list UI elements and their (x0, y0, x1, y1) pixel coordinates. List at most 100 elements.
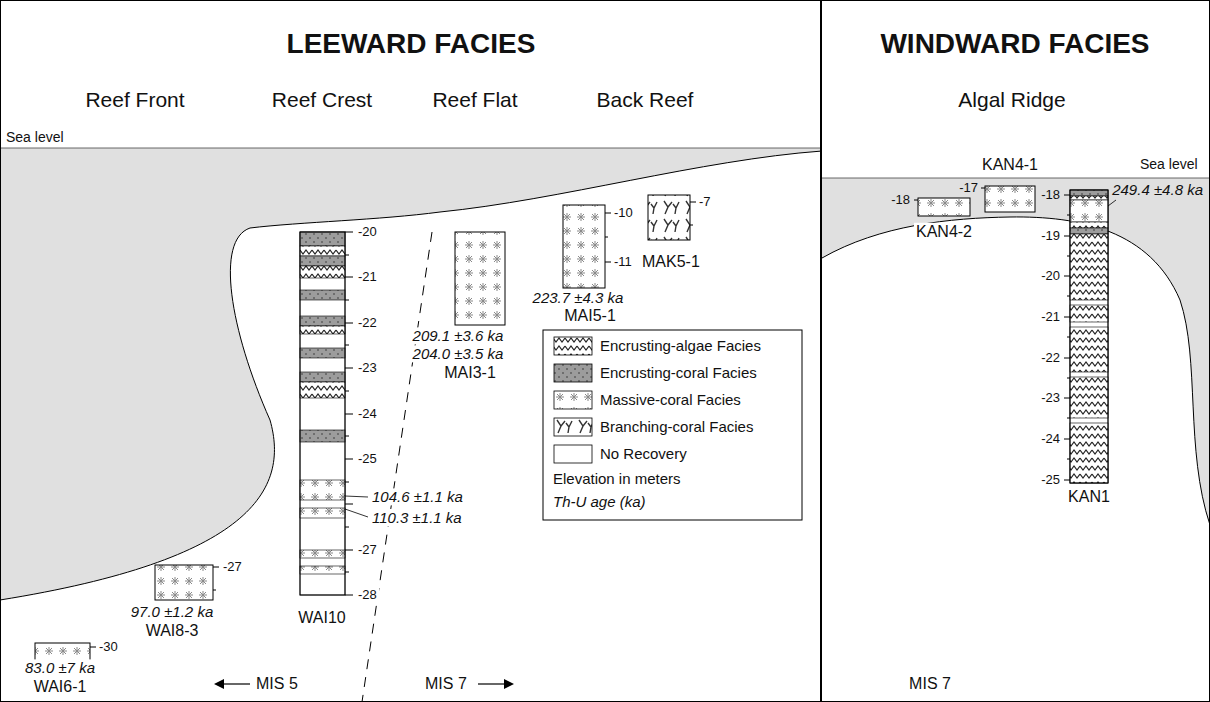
core-layer (1070, 228, 1108, 234)
legend-swatch-fill (554, 337, 592, 355)
core-layer (1070, 200, 1108, 222)
elevation-label: -27 (356, 543, 379, 558)
legend-swatch (553, 417, 593, 437)
elevation-label: -22 (1039, 351, 1062, 366)
legend-text: Massive-coral Facies (600, 391, 741, 408)
age-leader (345, 496, 368, 517)
core-name: WAI8-3 (144, 622, 201, 640)
legend-swatch (553, 390, 593, 410)
core-layer (300, 430, 345, 442)
core-layer (300, 348, 345, 358)
depth-ticks (914, 200, 918, 201)
elevation-label: -25 (356, 452, 379, 467)
core-column (1070, 190, 1108, 483)
core-layer (300, 550, 345, 558)
core-name: WAI10 (296, 609, 347, 627)
core-layer (300, 256, 345, 266)
age-label: 209.1 ±3.6 ka (411, 327, 506, 344)
mis-label: MIS 7 (423, 675, 469, 693)
reef-body (0, 151, 822, 702)
elevation-label: -23 (356, 361, 379, 376)
water (822, 178, 1210, 702)
legend-text: Encrusting-algae Facies (600, 337, 761, 354)
core-layer (300, 480, 345, 500)
core-layer (1070, 327, 1108, 372)
core-column (563, 205, 605, 288)
reef-profile (822, 217, 1210, 525)
legend-text: No Recovery (600, 445, 687, 462)
zone-label: Back Reef (595, 88, 696, 112)
core-layer (300, 382, 345, 398)
zone-label: Algal Ridge (956, 88, 1067, 112)
legend-text: Th-U age (ka) (553, 493, 646, 510)
core-layer (1070, 305, 1108, 322)
elevation-label: -21 (356, 270, 379, 285)
legend-swatch (553, 363, 593, 383)
core-name: KAN4-1 (980, 156, 1040, 174)
core-column (985, 186, 1035, 212)
core-outline (300, 232, 345, 595)
mis-arrow (478, 683, 506, 684)
core-layer (300, 266, 345, 278)
elevation-label: -11 (612, 255, 634, 270)
core-name: WAI6-1 (32, 678, 89, 696)
mis-label: MIS 7 (907, 675, 953, 693)
core-layer (300, 326, 345, 334)
legend-swatch (553, 444, 593, 464)
panel-title: LEEWARD FACIES (1, 27, 821, 61)
elevation-label: -23 (1039, 391, 1062, 406)
elevation-label: -20 (1039, 269, 1062, 284)
legend-swatch (553, 336, 593, 356)
age-label: 110.3 ±1.1 ka (370, 509, 464, 526)
legend-swatch-fill (554, 418, 592, 436)
age-label: 223.7 ±4.3 ka (531, 289, 626, 306)
depth-ticks (213, 567, 219, 590)
age-leader (1108, 200, 1116, 206)
elevation-label: -21 (1039, 310, 1062, 325)
core-layer (1070, 423, 1108, 483)
core-outline (1070, 190, 1108, 483)
water (0, 148, 822, 702)
legend-text: Elevation in meters (553, 470, 681, 487)
mis-arrow (222, 683, 250, 684)
legend-swatch-fill (554, 364, 592, 382)
zone-label: Reef Crest (270, 88, 374, 112)
core-name: MAK5-1 (640, 253, 702, 271)
core-layer (300, 316, 345, 326)
core-name: KAN4-2 (914, 223, 974, 241)
zone-label: Reef Front (83, 88, 186, 112)
core-column (455, 232, 505, 325)
core-layer (1070, 190, 1108, 196)
depth-ticks (1064, 195, 1070, 480)
core-column (918, 198, 970, 216)
core-name: MAI3-1 (442, 364, 498, 382)
elevation-label: -28 (356, 588, 379, 603)
elevation-label: -18 (889, 193, 912, 208)
mis-arrowhead (504, 679, 514, 689)
depth-ticks (605, 213, 611, 262)
sea-level-label: Sea level (4, 129, 66, 145)
elevation-label: -27 (221, 560, 244, 575)
core-layer (300, 232, 345, 595)
elevation-label: -24 (356, 407, 379, 422)
core-layer (1070, 377, 1108, 418)
elevation-label: -10 (612, 206, 635, 221)
core-layer (300, 246, 345, 256)
elevation-label: -18 (1039, 188, 1062, 203)
age-label: 97.0 ±1.2 ka (129, 603, 215, 620)
elevation-label: -22 (356, 316, 379, 331)
core-column (300, 232, 345, 595)
core-layer (300, 290, 345, 300)
depth-ticks (690, 202, 696, 225)
sea-level-label: Sea level (1138, 156, 1200, 172)
age-label: 104.6 ±1.1 ka (370, 488, 465, 505)
core-layer (1070, 190, 1108, 483)
elevation-label: -7 (697, 195, 713, 210)
depth-ticks (981, 188, 985, 189)
elevation-label: -30 (97, 640, 120, 655)
legend-text: Encrusting-coral Facies (600, 364, 757, 381)
legend-swatch-fill (554, 391, 592, 409)
core-column (648, 195, 690, 240)
depth-ticks (345, 232, 353, 595)
